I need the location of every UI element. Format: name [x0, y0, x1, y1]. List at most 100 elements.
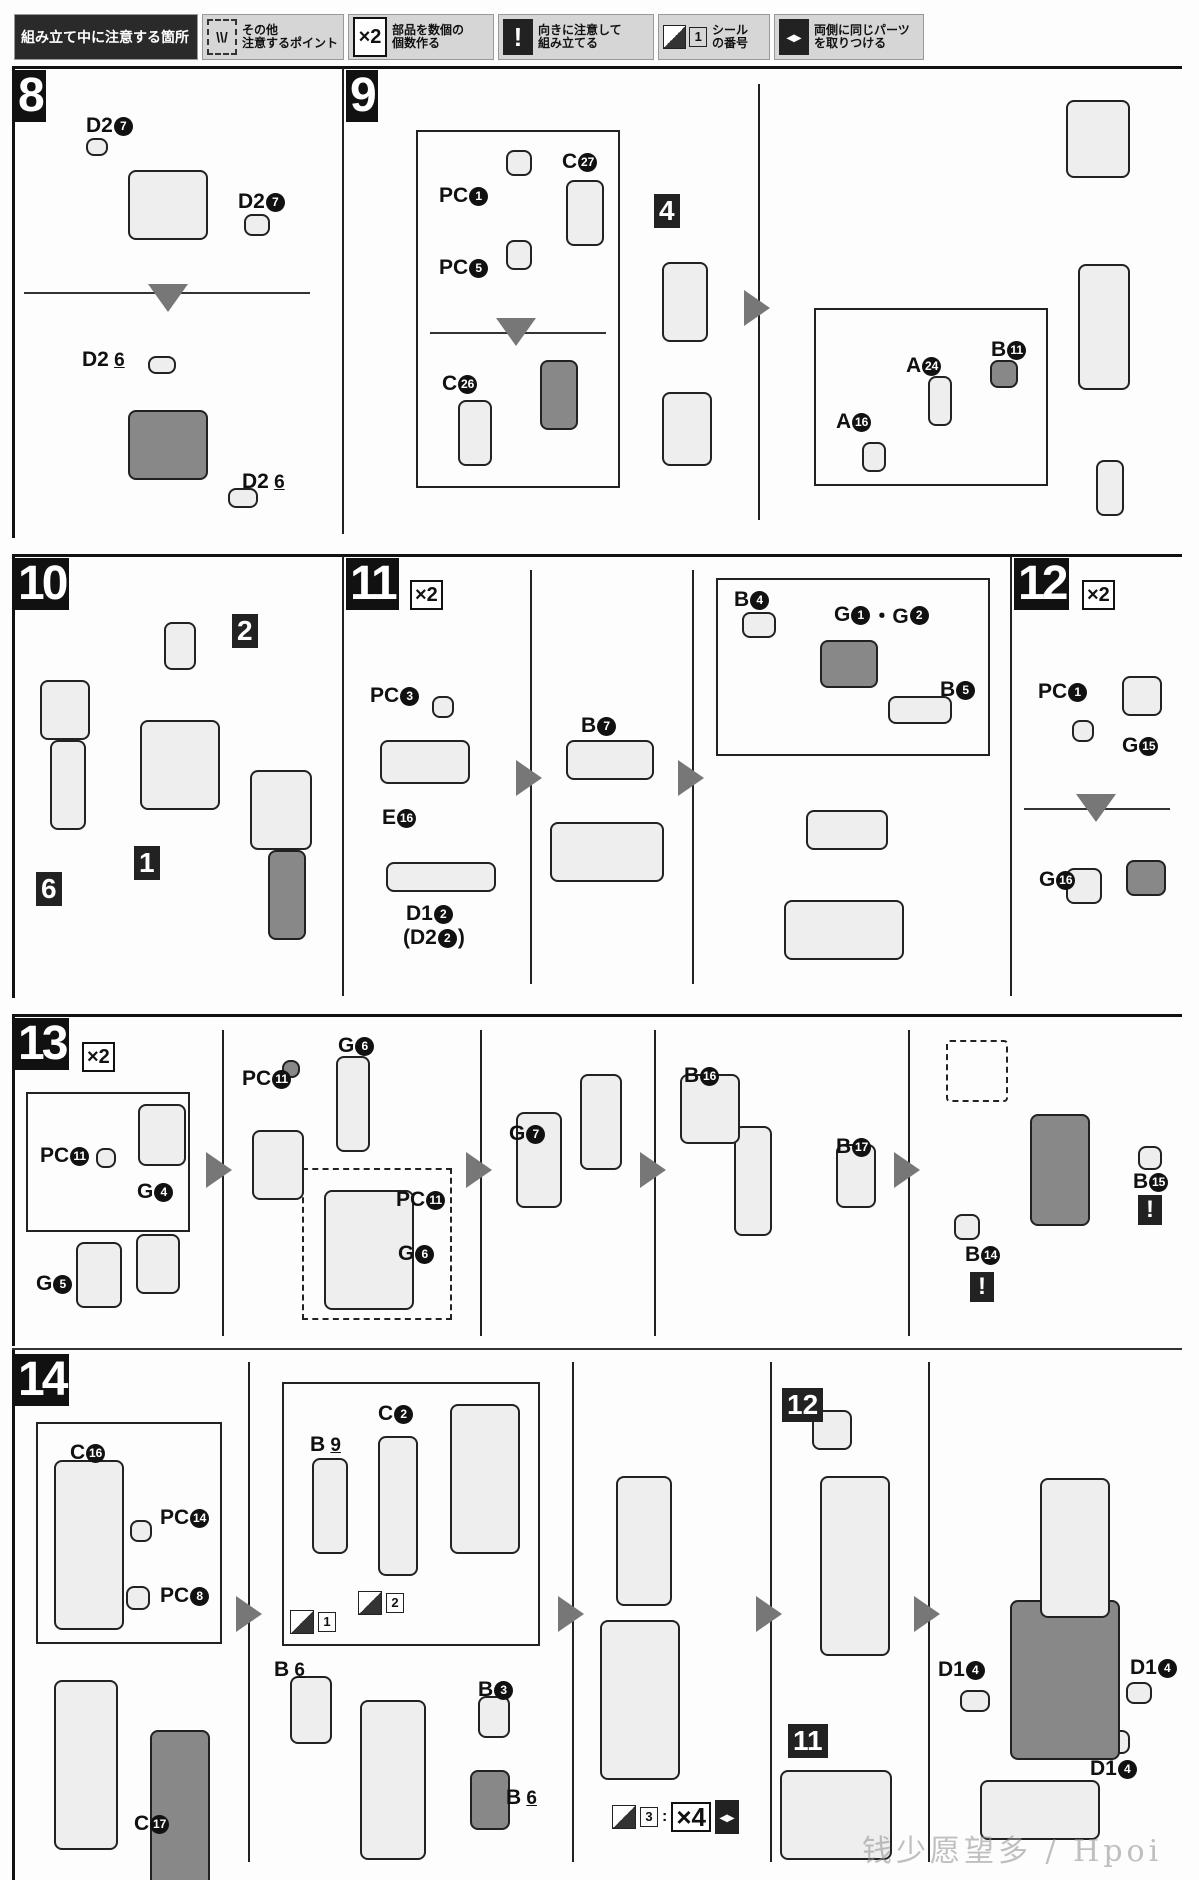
part-number: 4 — [965, 1660, 985, 1680]
part-illustration — [228, 488, 258, 508]
step-number-13: 13 — [14, 1018, 70, 1070]
part-runner: B — [581, 714, 597, 737]
part-number: 11 — [70, 1146, 90, 1166]
part-number: 7 — [113, 116, 133, 136]
subassembly-ref-4: 4 — [654, 194, 680, 228]
part-illustration — [136, 1234, 180, 1294]
legend-text: 注意するポイント — [242, 36, 339, 50]
part-illustration — [928, 376, 952, 426]
callout-box — [302, 1168, 452, 1320]
callout-box — [946, 1040, 1008, 1102]
part-number: 6 — [526, 1787, 537, 1809]
legend-title: 組み立て中に注意する箇所 — [14, 14, 198, 60]
part-runner: B — [274, 1658, 290, 1681]
part-runner: PC — [396, 1188, 426, 1211]
part-number: 8 — [190, 1586, 210, 1606]
part-illustration — [252, 1130, 304, 1200]
part-runner: G — [36, 1272, 53, 1295]
sticker-indicator: 1 — [290, 1610, 336, 1634]
part-illustration — [148, 356, 176, 374]
part-illustration — [580, 1074, 622, 1170]
legend-item-mirror: ◂▸ 両側に同じパーツを取りつける — [774, 14, 924, 60]
part-illustration — [806, 810, 888, 850]
part-illustration — [150, 1730, 210, 1880]
row-step-13 — [12, 1014, 1182, 1346]
part-illustration — [268, 850, 306, 940]
part-illustration — [742, 612, 776, 638]
part-runner: A — [906, 354, 922, 377]
step-number-9: 9 — [346, 70, 378, 122]
next-arrow-icon — [756, 1596, 782, 1632]
part-runner: B — [310, 1433, 326, 1456]
part-runner: G — [338, 1034, 355, 1057]
part-illustration — [450, 1404, 520, 1554]
part-runner: B — [506, 1786, 522, 1809]
part-runner: PC — [439, 256, 469, 279]
part-runner: PC — [242, 1067, 272, 1090]
part-number: 1 — [851, 605, 871, 625]
next-arrow-icon — [516, 760, 542, 796]
part-number: 11 — [1007, 340, 1027, 360]
times-two-badge: ×2 — [410, 580, 443, 610]
part-illustration — [128, 170, 208, 240]
part-number: 2 — [394, 1404, 414, 1424]
part-runner: G — [398, 1242, 415, 1265]
sticker-icon — [358, 1591, 382, 1615]
part-runner: (D2 — [403, 926, 437, 949]
part-number: 7 — [526, 1124, 546, 1144]
part-runner: A — [836, 410, 852, 433]
part-runner: B — [684, 1064, 700, 1087]
part-illustration — [432, 696, 454, 718]
part-illustration — [820, 640, 878, 688]
part-number: 2 — [433, 904, 453, 924]
part-number: 16 — [700, 1066, 720, 1086]
subassembly-ref-6: 6 — [36, 872, 62, 906]
part-illustration — [244, 214, 270, 236]
subassembly-ref-1: 1 — [134, 846, 160, 880]
part-number: 2 — [909, 605, 929, 625]
part-number: 17 — [150, 1814, 170, 1834]
legend-text: 両側に同じパーツ — [814, 23, 910, 37]
part-illustration — [130, 1520, 152, 1542]
part-number: 24 — [922, 356, 942, 376]
part-runner: D1 — [1090, 1757, 1117, 1780]
callout-box — [416, 130, 620, 488]
part-illustration — [50, 740, 86, 830]
next-arrow-icon — [496, 318, 536, 346]
part-illustration — [164, 622, 196, 670]
part-illustration — [312, 1458, 348, 1554]
legend-text: その他 — [242, 23, 279, 37]
part-number: 6 — [294, 1659, 305, 1681]
part-illustration — [126, 1586, 150, 1610]
dashed-point-icon: \\/ — [207, 19, 237, 55]
part-runner: PC — [160, 1506, 190, 1529]
part-runner: C — [442, 372, 458, 395]
part-number: 9 — [330, 1434, 341, 1456]
part-runner: G — [137, 1180, 154, 1203]
part-runner: D2 — [242, 470, 269, 493]
part-runner: G — [1039, 868, 1056, 891]
sticker-icon: 1 — [663, 19, 707, 55]
legend-item-multiple: ×2 部品を数個の個数作る — [348, 14, 494, 60]
part-illustration — [380, 740, 470, 784]
part-illustration — [378, 1436, 418, 1576]
legend-text: 組み立てる — [538, 36, 599, 50]
subassembly-ref-2: 2 — [232, 614, 258, 648]
part-illustration — [1040, 1478, 1110, 1618]
part-runner: PC — [370, 684, 400, 707]
step-number-8: 8 — [14, 70, 46, 122]
